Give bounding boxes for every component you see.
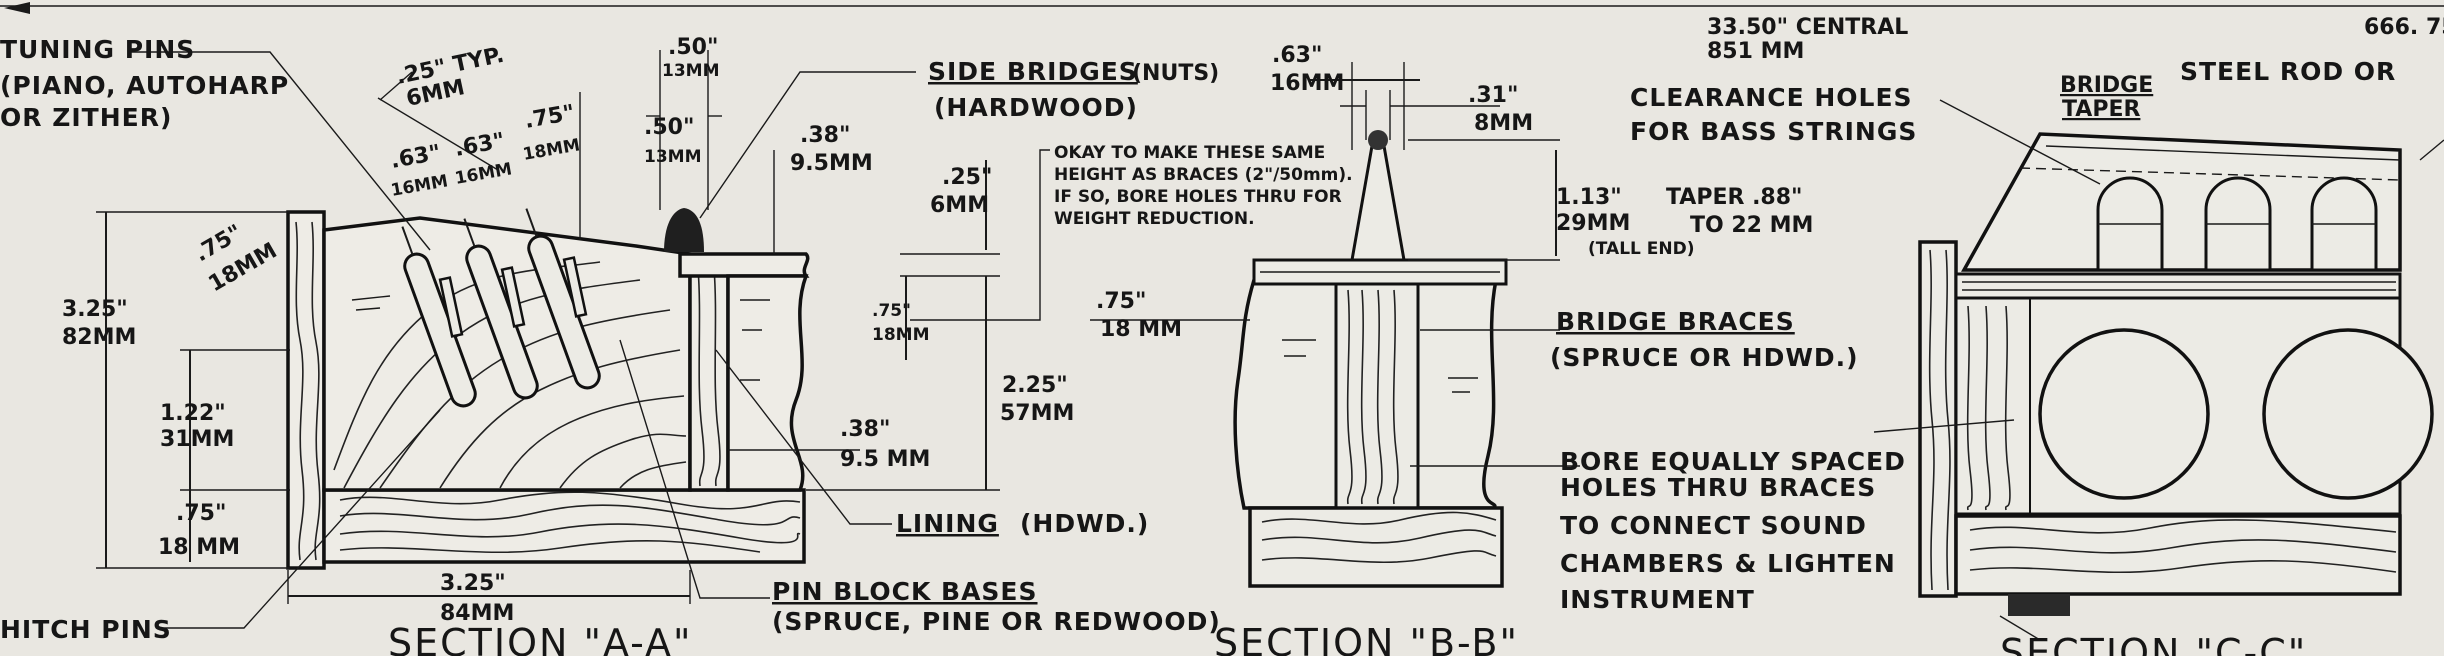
dim-225-inch: 2.25" bbox=[1002, 373, 1068, 398]
dim-75a-inch: .75" bbox=[523, 101, 577, 134]
label-tuning-pins-sub1: (PIANO, AUTOHARP bbox=[0, 71, 289, 100]
section-a-right-body bbox=[726, 274, 809, 492]
dim-b-75-inch: .75" bbox=[1096, 289, 1146, 314]
section-c-title: SECTION "C-C" bbox=[2000, 631, 2307, 656]
label-pin-block-sub: (SPRUCE, PINE OR REDWOOD) bbox=[772, 607, 1221, 636]
label-steel-rod: STEEL ROD OR bbox=[2180, 57, 2396, 86]
label-pin-block-bases: PIN BLOCK BASES bbox=[772, 577, 1038, 606]
bore-line-5: INSTRUMENT bbox=[1560, 585, 1755, 614]
label-lining: LINING bbox=[896, 509, 999, 538]
bore-line-2: HOLES THRU BRACES bbox=[1560, 473, 1876, 502]
dim-38a-mm: 9.5MM bbox=[790, 151, 873, 176]
dim-75d-inch: .75" bbox=[872, 301, 911, 321]
dim-75a-mm: 18MM bbox=[521, 135, 581, 165]
label-clearance-line-1: CLEARANCE HOLES bbox=[1630, 83, 1913, 112]
dim-325w-inch: 3.25" bbox=[440, 571, 506, 596]
dim-75c-mm: 18 MM bbox=[158, 535, 240, 560]
dim-63b-inch: .63" bbox=[453, 129, 507, 162]
label-bridge-braces-sub: (SPRUCE OR HDWD.) bbox=[1550, 343, 1859, 372]
taper-line-2: TO 22 MM bbox=[1690, 213, 1813, 238]
dim-75c-inch: .75" bbox=[176, 501, 226, 526]
section-c-drawing bbox=[1918, 132, 2434, 616]
dim-25-mm: 6MM bbox=[930, 193, 989, 218]
dim-25-inch: .25" bbox=[942, 165, 992, 190]
section-b-drawing bbox=[1233, 130, 1508, 588]
dim-63a-mm: 16MM bbox=[389, 171, 449, 201]
dim-b-31-mm: 8MM bbox=[1474, 111, 1533, 136]
bore-line-4: CHAMBERS & LIGHTEN bbox=[1560, 549, 1896, 578]
dim-50-mm: 13MM bbox=[662, 61, 720, 81]
dim-225-mm: 57MM bbox=[1000, 401, 1074, 426]
header-central-inch: 33.50" CENTRAL bbox=[1707, 15, 1908, 40]
note-line-4: WEIGHT REDUCTION. bbox=[1054, 209, 1255, 229]
dim-122-inch: 1.22" bbox=[160, 401, 226, 426]
bore-line-1: BORE EQUALLY SPACED bbox=[1560, 447, 1906, 476]
dim-325-inch: 3.25" bbox=[62, 297, 128, 322]
dim-38a-inch: .38" bbox=[800, 123, 850, 148]
dim-b-63-inch: .63" bbox=[1272, 43, 1322, 68]
dim-b-63-mm: 16MM bbox=[1270, 71, 1344, 96]
dim-b-75-mm: 18 MM bbox=[1100, 317, 1182, 342]
label-lining-sub: (HDWD.) bbox=[1020, 509, 1149, 538]
header-right-value: 666. 75 bbox=[2364, 15, 2444, 40]
section-a-lining bbox=[688, 254, 730, 492]
label-clearance-line-2: FOR BASS STRINGS bbox=[1630, 117, 1917, 146]
dim-b-113-inch: 1.13" bbox=[1556, 185, 1622, 210]
dim-b-31-inch: .31" bbox=[1468, 83, 1518, 108]
dim-b-113-mm: 29MM bbox=[1556, 211, 1630, 236]
bore-line-3: TO CONNECT SOUND bbox=[1560, 511, 1867, 540]
label-bridge-braces: BRIDGE BRACES bbox=[1556, 307, 1795, 336]
section-a-side-bridge bbox=[664, 208, 704, 252]
section-a-tuning-pins bbox=[401, 208, 601, 408]
note-line-3: IF SO, BORE HOLES THRU FOR bbox=[1054, 187, 1342, 207]
label-hitch-pins: HITCH PINS bbox=[0, 615, 172, 644]
dim-50b-mm: 13MM bbox=[644, 147, 702, 167]
dim-325w-mm: 84MM bbox=[440, 601, 514, 626]
label-bridge-taper-2: TAPER bbox=[2062, 97, 2140, 122]
label-side-bridges-sub: (HARDWOOD) bbox=[934, 93, 1138, 122]
taper-line-3: (TALL END) bbox=[1588, 239, 1695, 259]
section-a-title: SECTION "A-A" bbox=[388, 621, 693, 656]
label-bridge-taper-1: BRIDGE bbox=[2060, 73, 2153, 98]
label-side-bridges-nuts: (NUTS) bbox=[1132, 61, 1219, 86]
dim-63a-inch: .63" bbox=[389, 141, 443, 174]
dim-38b-mm: 9.5 MM bbox=[840, 447, 930, 472]
section-a-bottom-plank bbox=[322, 488, 806, 564]
section-a-top-board bbox=[678, 252, 810, 278]
label-side-bridges: SIDE BRIDGES bbox=[928, 57, 1138, 86]
dim-50b-inch: .50" bbox=[644, 115, 694, 140]
dim-63b-mm: 16MM bbox=[453, 159, 513, 189]
note-line-2: HEIGHT AS BRACES (2"/50mm). bbox=[1054, 165, 1353, 185]
label-tuning-pins-sub2: OR ZITHER) bbox=[0, 103, 172, 132]
note-line-1: OKAY TO MAKE THESE SAME bbox=[1054, 143, 1325, 163]
dim-325-mm: 82MM bbox=[62, 325, 136, 350]
dim-122-mm: 31MM bbox=[160, 427, 234, 452]
dim-50-inch: .50" bbox=[668, 35, 718, 60]
label-tuning-pins: TUNING PINS bbox=[0, 35, 195, 64]
header-central-mm: 851 MM bbox=[1707, 39, 1804, 64]
arrow-marker bbox=[4, 2, 30, 14]
section-b-title: SECTION "B-B" bbox=[1214, 621, 1519, 656]
taper-line-1: TAPER .88" bbox=[1666, 185, 1803, 210]
dim-38b-inch: .38" bbox=[840, 417, 890, 442]
dim-75d-mm: 18MM bbox=[872, 325, 930, 345]
